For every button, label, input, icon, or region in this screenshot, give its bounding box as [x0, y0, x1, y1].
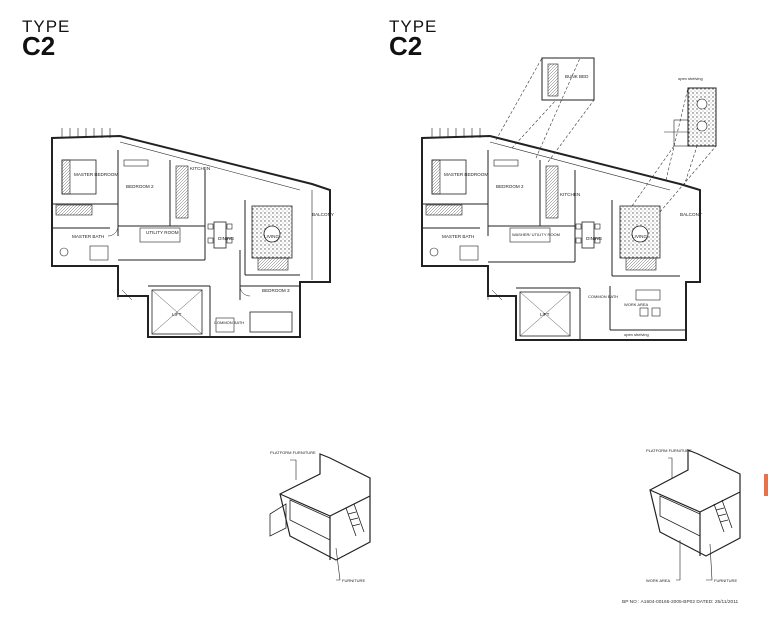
room-label-work-area: WORK AREA: [624, 302, 649, 307]
callout-lines: [495, 57, 717, 213]
floor-plan-left: [51, 128, 331, 338]
room-label-open-shelving: open shelving: [624, 332, 649, 337]
room-label-kitchen: KITCHEN: [190, 166, 210, 171]
room-label-master-bedroom: MASTER BEDROOM: [74, 172, 118, 177]
room-label-utility: WASHER/ UTILITY ROOM: [512, 232, 560, 237]
room-label-dining: DINING: [218, 236, 235, 241]
shelving-callout: [664, 87, 717, 147]
room-label-dining: DINING: [586, 236, 603, 241]
callout-open-shelving: open shelving: [678, 76, 703, 81]
room-label-bedroom-2: BEDROOM 2: [496, 184, 524, 189]
room-label-balcony: BALCONY: [312, 212, 334, 217]
room-label-master-bath: MASTER BATH: [72, 234, 104, 239]
room-label-bedroom-2: BEDROOM 2: [126, 184, 154, 189]
room-label-master-bath: MASTER BATH: [442, 234, 474, 239]
room-label-common-bath: COMMON BATH: [588, 294, 618, 299]
floor-plan-right: [421, 128, 701, 341]
isometric-left: [269, 453, 371, 561]
type-label: TYPE: [22, 17, 71, 36]
side-tab-marker: [764, 474, 768, 496]
room-label-kitchen: KITCHEN: [560, 192, 580, 197]
room-label-living: LIVING: [264, 234, 279, 239]
iso-label-furniture: FURNITURE: [342, 578, 365, 583]
iso-label-platform: PLATFORM FURNITURE: [646, 448, 692, 453]
bunk-bed-callout: [541, 57, 595, 101]
iso-label-platform: PLATFORM FURNITURE: [270, 450, 316, 455]
type-label: TYPE: [389, 17, 438, 36]
type-title-right: TYPE C2: [389, 18, 437, 59]
room-label-bedroom-3: BEDROOM 3: [262, 288, 290, 293]
iso-leaders-left: [290, 459, 341, 581]
room-label-lift: LIFT: [540, 312, 550, 317]
callout-bunk-bed: BUNK BED: [565, 74, 589, 79]
type-code: C2: [389, 31, 423, 61]
type-title-left: TYPE C2: [22, 18, 70, 59]
room-label-common-bath: COMMON BATH: [214, 320, 244, 325]
iso-leaders-right: [668, 457, 713, 581]
room-labels-left: MASTER BEDROOM MASTER BATH BEDROOM 2 KIT…: [72, 166, 334, 325]
type-code: C2: [22, 31, 56, 61]
iso-label-furniture: FURNITURE: [714, 578, 737, 583]
room-label-living: LIVING: [632, 234, 647, 239]
footer-bp-number: BP NO : A1604-00165-2005-BP02 DATED: 25/…: [622, 600, 739, 605]
room-label-lift: LIFT: [172, 312, 182, 317]
iso-label-work-area: WORK AREA: [646, 578, 671, 583]
room-label-utility: UTILITY ROOM: [146, 230, 179, 235]
room-labels-right: MASTER BEDROOM MASTER BATH BEDROOM 2 KIT…: [442, 172, 702, 337]
isometric-right: [649, 449, 741, 557]
room-label-master-bedroom: MASTER BEDROOM: [444, 172, 488, 177]
room-label-balcony: BALCONY: [680, 212, 702, 217]
